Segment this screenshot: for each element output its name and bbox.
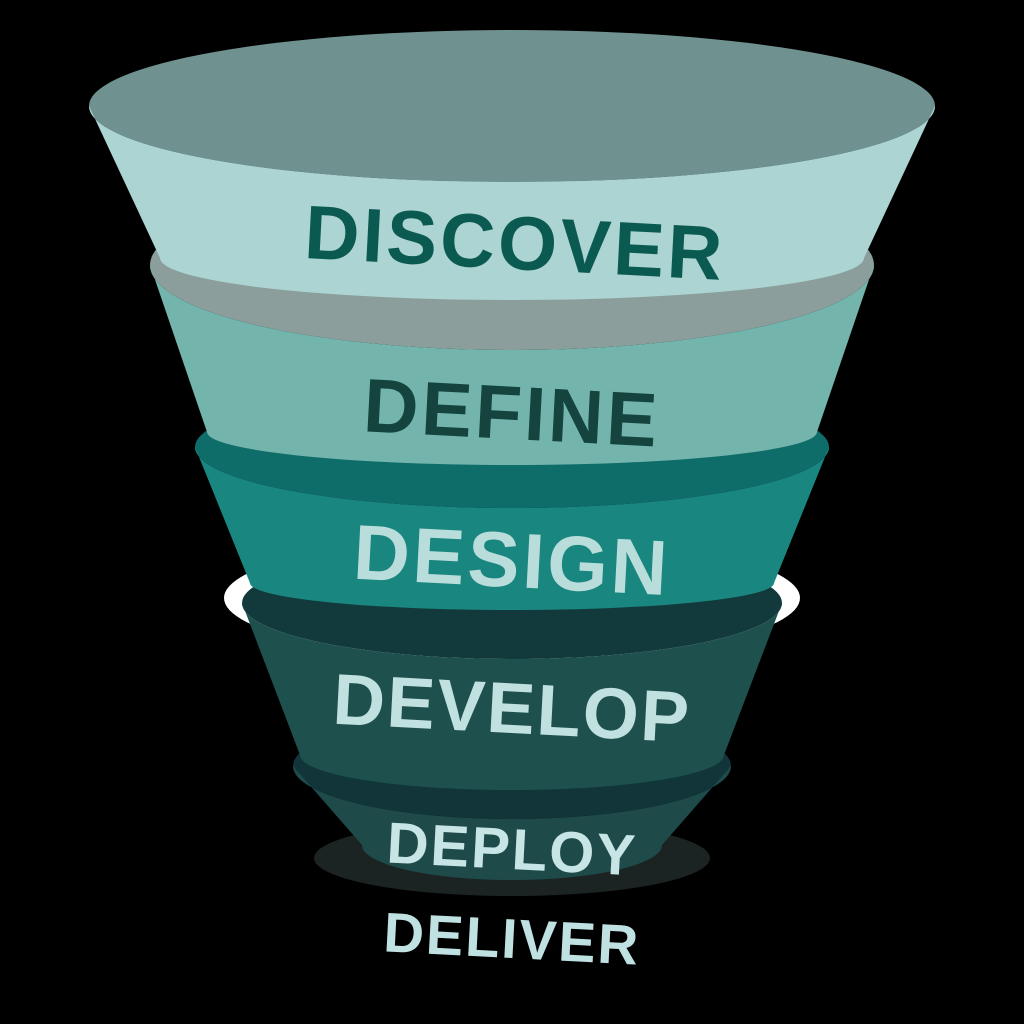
stage-design-label: DESIGN [351, 508, 672, 612]
deliver-label: DELIVER [382, 900, 642, 976]
stage-develop-label: DEVELOP [331, 660, 693, 759]
stage-discover-band [89, 106, 935, 300]
stage-define-band [150, 265, 874, 465]
stage-discover-rim [89, 30, 935, 182]
stage-define-label: DEFINE [362, 363, 663, 463]
stage-develop-band [242, 603, 782, 790]
stage-deploy-label: DEPLOY [385, 810, 639, 888]
stage-design-band [195, 447, 829, 610]
stage-deploy-band [293, 766, 731, 880]
